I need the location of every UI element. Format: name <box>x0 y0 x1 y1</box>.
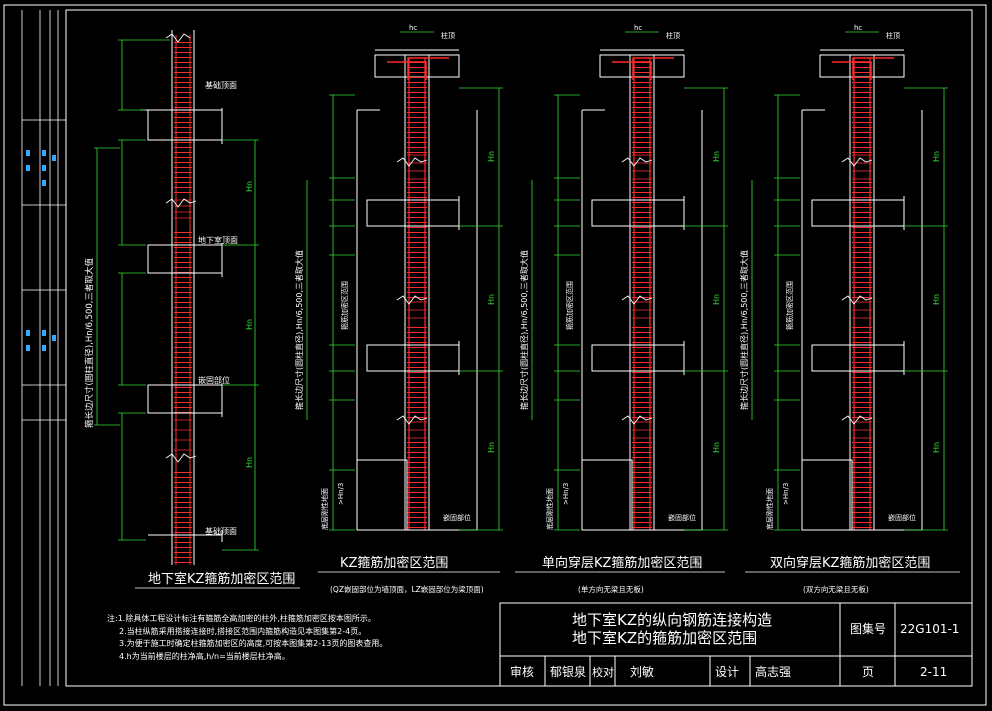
diagram-double-through-kz: HnHnHnhc柱顶箍长边尺寸(圆柱直径),Hn/6,500,三者取大值箍筋加密… <box>739 24 948 531</box>
slab-label: 嵌固部位 <box>198 375 230 385</box>
drawing-title-1: 地下室KZ的纵向钢筋连接构造 <box>572 611 772 629</box>
stirrup-zone <box>852 325 872 420</box>
binding-strip <box>21 10 66 686</box>
note-line: 注:1.除具体工程设计标注有箍筋全高加密的柱外,柱箍筋加密区按本图所示。 <box>107 614 376 623</box>
drawing-frame-outer <box>3 4 987 706</box>
stirrup-zone <box>852 58 872 153</box>
side-note: 箍长边尺寸(圆柱直径),Hn/6,500,三者取大值 <box>294 250 304 410</box>
hn-label: Hn <box>245 319 254 330</box>
atlas-label: 图集号 <box>850 621 886 636</box>
drawing-title-2: 地下室KZ的箍筋加密区范围 <box>572 629 757 647</box>
hn-label: Hn <box>712 294 721 305</box>
side-note: 箍长边尺寸(圆柱直径),Hn/6,500,三者取大值 <box>519 250 529 410</box>
caption-kz: KZ箍筋加密区范围 <box>340 555 448 571</box>
title-block <box>499 602 973 687</box>
hn-label: Hn <box>712 151 721 162</box>
design-label: 设计 <box>715 665 739 679</box>
break-mark <box>396 295 428 305</box>
caption-single-through: 单向穿层KZ箍筋加密区范围 <box>542 555 702 571</box>
base-label: 嵌固部位 <box>668 513 696 522</box>
caption-double-through: 双向穿层KZ箍筋加密区范围 <box>770 555 930 571</box>
slab-label: 基础顶面 <box>205 526 237 536</box>
break-mark <box>621 415 653 425</box>
hc-label: hc <box>634 24 642 32</box>
page-number: 2-11 <box>920 665 947 679</box>
zone-note: 箍筋加密区范围 <box>785 281 794 330</box>
subcaption-single-through: (单方向无梁且无板) <box>578 584 644 594</box>
base-label: 嵌固部位 <box>888 513 916 522</box>
stirrup-zone <box>632 58 652 153</box>
ground-note: 底层刚性地面 <box>765 488 774 530</box>
caption: 地下室KZ箍筋加密区范围 <box>148 571 295 587</box>
ground-slab <box>801 459 853 531</box>
review-label: 审核 <box>510 664 534 679</box>
hc-label: hc <box>854 24 862 32</box>
diagram-kz: HnHnHnhc柱顶箍长边尺寸(圆柱直径),Hn/6,500,三者取大值箍筋加密… <box>294 24 503 531</box>
base-label: 嵌固部位 <box>443 513 471 522</box>
hn-label: Hn <box>712 442 721 453</box>
note-line: 4.h为当前楼层的柱净高,h/n=当前楼层柱净高。 <box>119 651 290 661</box>
stirrup-zone <box>407 325 427 420</box>
stirrup-zone <box>407 58 427 153</box>
binding-strip-marks <box>26 150 56 351</box>
atlas-number: 22G101-1 <box>900 622 959 636</box>
hn3-label: >Hn/3 <box>562 483 570 505</box>
note-line: 3.为便于施工时确定柱箍筋加密区的高度,可按本图集第2-13页的图表查用。 <box>119 639 388 648</box>
side-note: 箍长边尺寸(圆柱直径),Hn/6,500,三者取大值 <box>84 257 95 428</box>
hn-label: Hn <box>932 151 941 162</box>
subcaption-double-through: (双方向无梁且无板) <box>803 584 869 594</box>
reviewer: 郁银泉 <box>550 664 586 679</box>
stirrup-zone <box>174 470 192 565</box>
stirrup-zone <box>632 325 652 420</box>
page-label: 页 <box>862 665 874 679</box>
hn-label: Hn <box>245 457 254 468</box>
hn-label: Hn <box>487 442 496 453</box>
break-mark <box>396 157 428 167</box>
column-top-label: 柱顶 <box>886 31 900 40</box>
break-mark <box>841 157 873 167</box>
hn-label: Hn <box>487 294 496 305</box>
side-note: 箍长边尺寸(圆柱直径),Hn/6,500,三者取大值 <box>739 250 749 410</box>
slab-label: 基础顶面 <box>205 80 237 90</box>
hn-label: Hn <box>932 442 941 453</box>
column-top-label: 柱顶 <box>666 31 680 40</box>
break-mark <box>621 157 653 167</box>
ground-slab <box>581 459 633 531</box>
checker: 刘敏 <box>630 664 654 679</box>
slab-label: 地下室顶面 <box>198 235 238 245</box>
hc-label: hc <box>409 24 417 32</box>
ground-slab <box>356 459 408 531</box>
stirrup-zone <box>174 40 192 195</box>
zone-note: 箍筋加密区范围 <box>340 281 349 330</box>
break-mark <box>621 295 653 305</box>
break-mark <box>841 295 873 305</box>
general-notes: 注:1.除具体工程设计标注有箍筋全高加密的柱外,柱箍筋加密区按本图所示。 2.当… <box>107 613 492 663</box>
stirrup-zone <box>174 230 192 415</box>
stirrup-zone <box>852 180 872 300</box>
break-mark <box>396 415 428 425</box>
stirrup-zone <box>852 440 872 528</box>
stirrup-zone <box>632 440 652 528</box>
hn-label: Hn <box>245 181 254 192</box>
hn-label: Hn <box>932 294 941 305</box>
stirrup-zone <box>407 180 427 300</box>
designer: 高志强 <box>755 664 791 679</box>
stirrup-zone <box>407 440 427 528</box>
hn3-label: >Hn/3 <box>337 483 345 505</box>
zone-note: 箍筋加密区范围 <box>565 281 574 330</box>
diagram-single-through-kz: HnHnHnhc柱顶箍长边尺寸(圆柱直径),Hn/6,500,三者取大值箍筋加密… <box>519 24 728 531</box>
note-line: 2.当柱纵筋采用搭接连接时,搭接区范围内箍筋构造见本图集第2-4页。 <box>119 626 367 636</box>
column-top-label: 柱顶 <box>441 31 455 40</box>
subcaption-kz: (QZ嵌固部位为墙顶面，LZ嵌固部位为梁顶面) <box>330 584 484 594</box>
hn3-label: >Hn/3 <box>782 483 790 505</box>
break-mark <box>841 415 873 425</box>
diagram-basement-kz: 基础顶面 地下室顶面 嵌固部位 基础顶面 Hn H <box>84 30 300 589</box>
check-label: 校对 <box>592 665 614 679</box>
ground-note: 底层刚性地面 <box>320 488 329 530</box>
ground-note: 底层刚性地面 <box>545 488 554 530</box>
stirrup-zone <box>632 180 652 300</box>
hn-label: Hn <box>487 151 496 162</box>
